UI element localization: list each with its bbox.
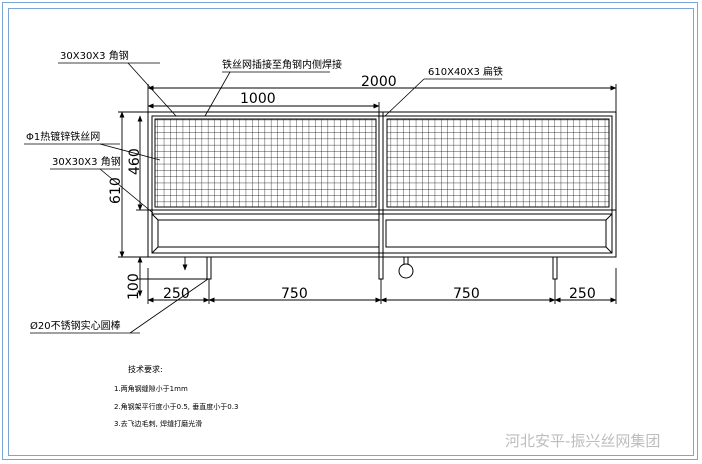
label-angle-steel-top: 30X30X3 角钢	[60, 49, 129, 62]
dimension-lines	[118, 84, 617, 304]
dim-span-right: 750	[453, 286, 480, 302]
dim-span-left: 750	[281, 286, 308, 302]
note-item-1: 1.两角钢缝隙小于1mm	[114, 384, 188, 393]
wire-mesh-left	[154, 118, 377, 208]
notes-title: 技术要求:	[128, 364, 163, 374]
leader-lines	[24, 62, 502, 334]
sheet-border-outer	[2, 2, 698, 460]
dim-right-offset: 250	[569, 286, 596, 302]
note-item-3: 3.去飞边毛刺, 焊缝打磨光滑	[114, 419, 202, 428]
label-rod: Ø20不锈钢实心圆棒	[30, 319, 121, 332]
dim-height-total: 610	[108, 177, 124, 204]
label-flat-steel: 610X40X3 扁铁	[428, 65, 503, 78]
note-item-2: 2.角钢架平行度小于0.5, 垂直度小于0.3	[114, 402, 238, 411]
legs	[206, 256, 558, 280]
watermark: 河北安平-振兴丝网集团	[505, 432, 660, 450]
dim-height-mesh: 460	[127, 148, 143, 175]
dim-left-offset: 250	[163, 286, 190, 302]
caster-wheel	[398, 263, 414, 279]
dim-leg-height: 100	[126, 273, 142, 300]
dim-half-width: 1000	[240, 91, 276, 107]
dim-overall-width: 2000	[361, 74, 397, 90]
wire-mesh-right	[386, 118, 610, 208]
label-mesh-weld: 铁丝网插接至角钢内侧焊接	[222, 58, 342, 71]
label-angle-steel-mid: 30X30X3 角钢	[52, 155, 121, 168]
label-wire-mesh: Φ1热镀锌铁丝网	[26, 130, 100, 143]
cabinet-frame	[147, 111, 617, 258]
sheet-border-inner	[8, 8, 694, 456]
